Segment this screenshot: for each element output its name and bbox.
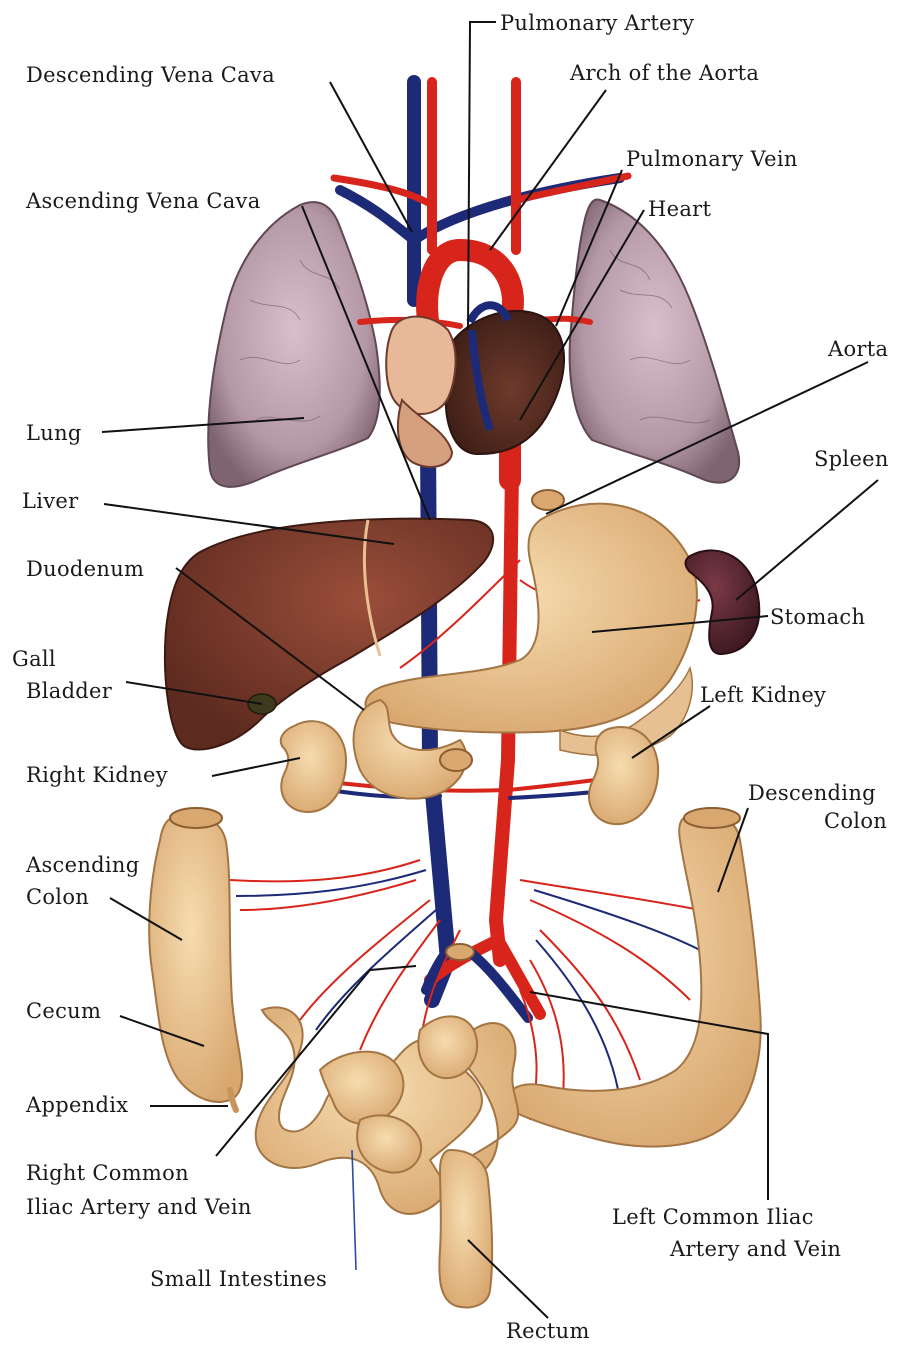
- label-lung: Lung: [26, 421, 82, 445]
- liver-organ: [163, 517, 494, 751]
- label-pulmonary-vein: Pulmonary Vein: [626, 147, 798, 171]
- label-left-common-2: Artery and Vein: [669, 1237, 841, 1261]
- label-bladder: Bladder: [26, 679, 113, 703]
- label-ascending-colon: Colon: [26, 885, 89, 909]
- label-pulmonary-artery: Pulmonary Artery: [500, 11, 694, 35]
- esophagus-stump: [531, 489, 565, 511]
- aorta-upper-branch: [427, 77, 521, 255]
- label-appendix: Appendix: [25, 1093, 128, 1117]
- label-duodenum: Duodenum: [26, 557, 144, 581]
- label-left-common-1: Left Common Iliac: [612, 1205, 814, 1229]
- ascending-colon-organ: [148, 814, 243, 1103]
- label-rectum: Rectum: [506, 1319, 590, 1343]
- left-kidney-organ: [588, 726, 660, 826]
- label-ascending-vena-cava: Ascending Vena Cava: [25, 189, 261, 213]
- heart-lower: [396, 397, 454, 468]
- label-heart: Heart: [648, 197, 711, 221]
- aorta-arch-vessel: [416, 239, 524, 491]
- descending-colon-organ: [506, 813, 762, 1148]
- liver-ligament: [362, 519, 382, 657]
- small-intestines-organ: [254, 1006, 520, 1215]
- label-descending: Descending: [748, 781, 876, 805]
- heart-organ: [444, 309, 566, 456]
- label-cecum: Cecum: [26, 999, 101, 1023]
- duodenum-stump: [439, 748, 473, 772]
- descending-colon-stump: [683, 807, 741, 829]
- heart-ventricle-lines: [466, 301, 512, 432]
- label-left-kidney: Left Kidney: [700, 683, 826, 707]
- labels: Pulmonary Artery Descending Vena Cava Ar…: [12, 11, 889, 1343]
- spleen-organ: [684, 549, 761, 656]
- label-descending-vena-cava: Descending Vena Cava: [26, 63, 275, 87]
- label-liver: Liver: [22, 489, 79, 513]
- label-right-common-2: Iliac Artery and Vein: [26, 1195, 252, 1219]
- ascending-colon-stump: [169, 807, 223, 829]
- label-ascending: Ascending: [25, 853, 139, 877]
- label-spleen: Spleen: [814, 447, 889, 471]
- duodenum-organ: [352, 698, 468, 800]
- iliac-stump: [445, 943, 475, 961]
- label-right-kidney: Right Kidney: [26, 763, 168, 787]
- label-arch-of-aorta: Arch of the Aorta: [569, 61, 759, 85]
- right-kidney-organ: [279, 720, 348, 814]
- label-right-common-1: Right Common: [26, 1161, 189, 1185]
- appendix-organ: [227, 1087, 239, 1113]
- right-lung: [207, 201, 381, 488]
- label-gall: Gall: [12, 647, 56, 671]
- heart-atrium: [385, 315, 457, 415]
- leader-lines: [101, 21, 879, 1319]
- label-stomach: Stomach: [770, 605, 865, 629]
- left-lung: [568, 198, 741, 484]
- lung-texture: [239, 249, 711, 424]
- rectum-organ: [438, 1148, 494, 1309]
- label-descending-colon: Colon: [824, 809, 887, 833]
- label-small-intestines: Small Intestines: [150, 1267, 327, 1291]
- label-aorta: Aorta: [827, 337, 888, 361]
